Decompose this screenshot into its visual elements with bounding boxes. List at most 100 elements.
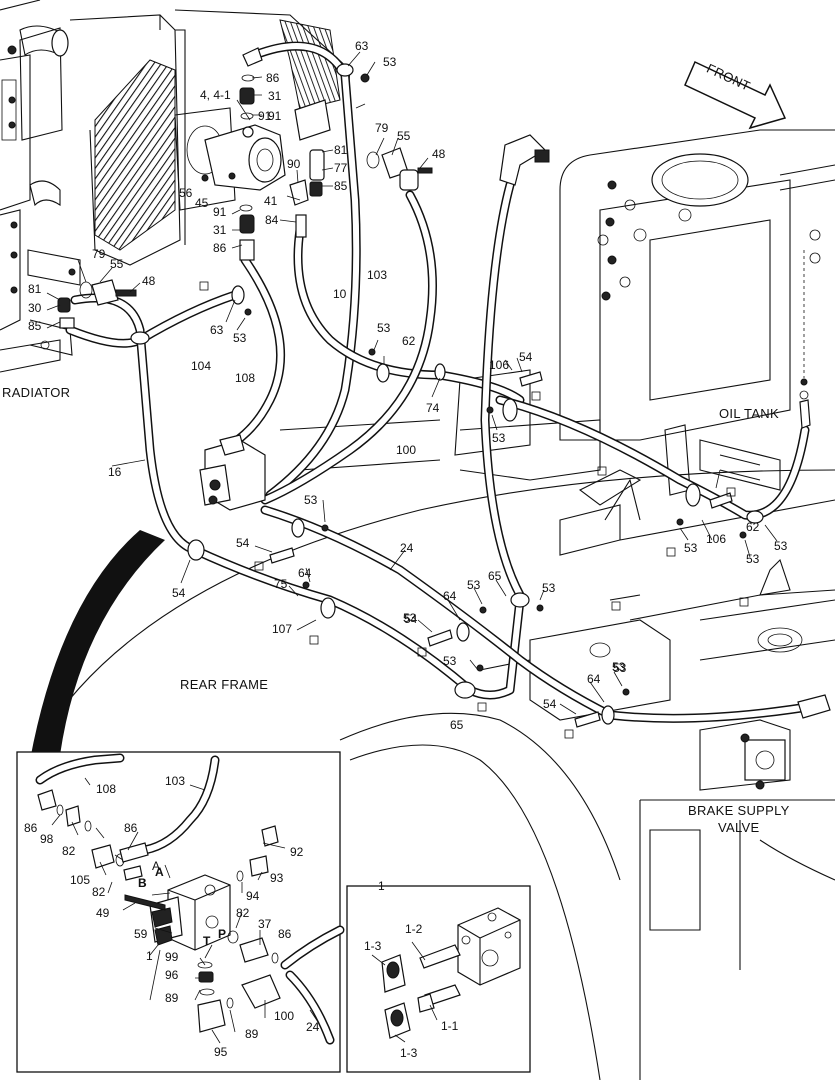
callout-inset_a-5: 86: [124, 821, 138, 835]
callout-inset_a-19: 1: [146, 949, 153, 963]
callout-inset_a-25: 89: [245, 1027, 259, 1041]
callout-main-63: 53: [613, 661, 627, 675]
callout-main-4: 31: [268, 89, 282, 103]
callout-inset_b-0: 1-2: [405, 922, 423, 936]
callout-inset_a-6: 92: [290, 845, 304, 859]
oil-tank: [559, 129, 835, 496]
callout-main-34: 106: [489, 358, 509, 372]
callout-main-18: 31: [213, 223, 227, 237]
port-b-label: B: [138, 876, 147, 890]
callout-main-3: 4, 4-1: [200, 88, 231, 102]
callout-inset_a-0: 108: [96, 782, 116, 796]
fittings: [57, 47, 831, 739]
callout-inset_a-14: 82: [236, 906, 250, 920]
callout-inset_a-8: 105: [70, 873, 90, 887]
callout-main-59: 65: [450, 718, 464, 732]
callout-main-25: 85: [28, 319, 42, 333]
callout-main-24: 30: [28, 301, 42, 315]
callout-main-60: 53: [612, 660, 626, 674]
pump-bracket: [174, 107, 286, 211]
inset-b-title: 1: [378, 879, 385, 893]
callout-main-1: 53: [383, 55, 397, 69]
callout-main-27: 53: [233, 331, 247, 345]
callout-inset_a-20: T: [203, 934, 211, 948]
callout-main-47: 75: [274, 577, 288, 591]
callout-main-37: 53: [492, 431, 506, 445]
callout-main-55: 54: [404, 612, 418, 626]
callout-main-10: 55: [397, 129, 411, 143]
callout-inset_a-16: 59: [134, 927, 148, 941]
callout-main-31: 53: [377, 321, 391, 335]
callout-inset_a-9: 93: [270, 871, 284, 885]
callout-main-8: 85: [334, 179, 348, 193]
callout-inset_a-26: 24: [306, 1020, 320, 1034]
callout-main-26: 63: [210, 323, 224, 337]
callout-main-38: 100: [396, 443, 416, 457]
callout-main-54: 107: [272, 622, 292, 636]
callout-inset_a-2: 86: [24, 821, 38, 835]
callout-main-56: 64: [443, 589, 457, 603]
callout-main-32: 62: [402, 334, 416, 348]
callout-inset_b-2: 1-1: [441, 1019, 459, 1033]
callout-main-30: 10: [333, 287, 347, 301]
callout-main-22: 48: [142, 274, 156, 288]
callout-main-23: 81: [28, 282, 42, 296]
callout-inset_a-10: B: [138, 876, 146, 890]
callout-inset_b-3: 1-3: [400, 1046, 418, 1060]
callout-main-40: 53: [304, 493, 318, 507]
callout-inset_a-1: 103: [165, 774, 185, 788]
callout-main-16: 84: [265, 213, 279, 227]
callout-main-45: 53: [774, 539, 788, 553]
callout-main-58: 53: [443, 654, 457, 668]
callout-main-57: 53: [542, 581, 556, 595]
callout-main-11: 48: [432, 147, 446, 161]
callout-main-49: 53: [403, 611, 417, 625]
inset-solenoid-detail: 1: [346, 879, 531, 1073]
clamps: [130, 63, 764, 725]
callout-inset_a-27: 95: [214, 1045, 228, 1059]
callout-main-46: 53: [746, 552, 760, 566]
callout-main-43: 106: [706, 532, 726, 546]
callout-inset_b-1: 1-3: [364, 939, 382, 953]
callout-main-51: 24: [400, 541, 414, 555]
callout-main-7: 77: [334, 161, 348, 175]
callout-main-33: 108: [235, 371, 255, 385]
callout-main-14: 45: [195, 196, 209, 210]
callout-main-48: 54: [172, 586, 186, 600]
port-a-label: A: [155, 865, 164, 879]
callout-inset_a-17: P: [218, 927, 226, 941]
port-t-label: T: [203, 934, 211, 948]
callout-inset_a-13: 49: [96, 906, 110, 920]
callout-main-28: 104: [191, 359, 211, 373]
callout-inset_a-7: A: [152, 859, 160, 873]
callout-main-20: 79: [92, 247, 106, 261]
radiator-label: RADIATOR: [2, 385, 70, 400]
callout-main-64: 91: [258, 109, 272, 123]
callout-inset_a-4: 82: [62, 844, 76, 858]
brake-valve-label: VALVE: [718, 820, 760, 835]
callout-main-42: 53: [684, 541, 698, 555]
callout-main-6: 81: [334, 143, 348, 157]
frame-shadow-curve: [30, 530, 165, 760]
callout-main-50: 64: [298, 566, 312, 580]
callout-main-5: 91: [268, 109, 282, 123]
radiator-assembly: [0, 0, 351, 373]
port-p-label: P: [218, 927, 226, 941]
callout-inset_a-11: 82: [92, 885, 106, 899]
brake-supply-label: BRAKE SUPPLY: [688, 803, 790, 818]
callout-main-29: 103: [367, 268, 387, 282]
callout-main-41: 54: [236, 536, 250, 550]
callout-main-2: 86: [266, 71, 280, 85]
callout-main-61: 54: [543, 697, 557, 711]
callout-inset_a-22: 96: [165, 968, 179, 982]
callout-inset_a-3: 98: [40, 832, 54, 846]
callout-main-36: 74: [426, 401, 440, 415]
rear-frame-label: REAR FRAME: [180, 677, 268, 692]
callout-main-44: 62: [746, 520, 760, 534]
rear-frame: [39, 369, 835, 1080]
callout-main-12: 90: [287, 157, 301, 171]
callout-inset_a-15: 37: [258, 917, 272, 931]
callout-main-52: 65: [488, 569, 502, 583]
